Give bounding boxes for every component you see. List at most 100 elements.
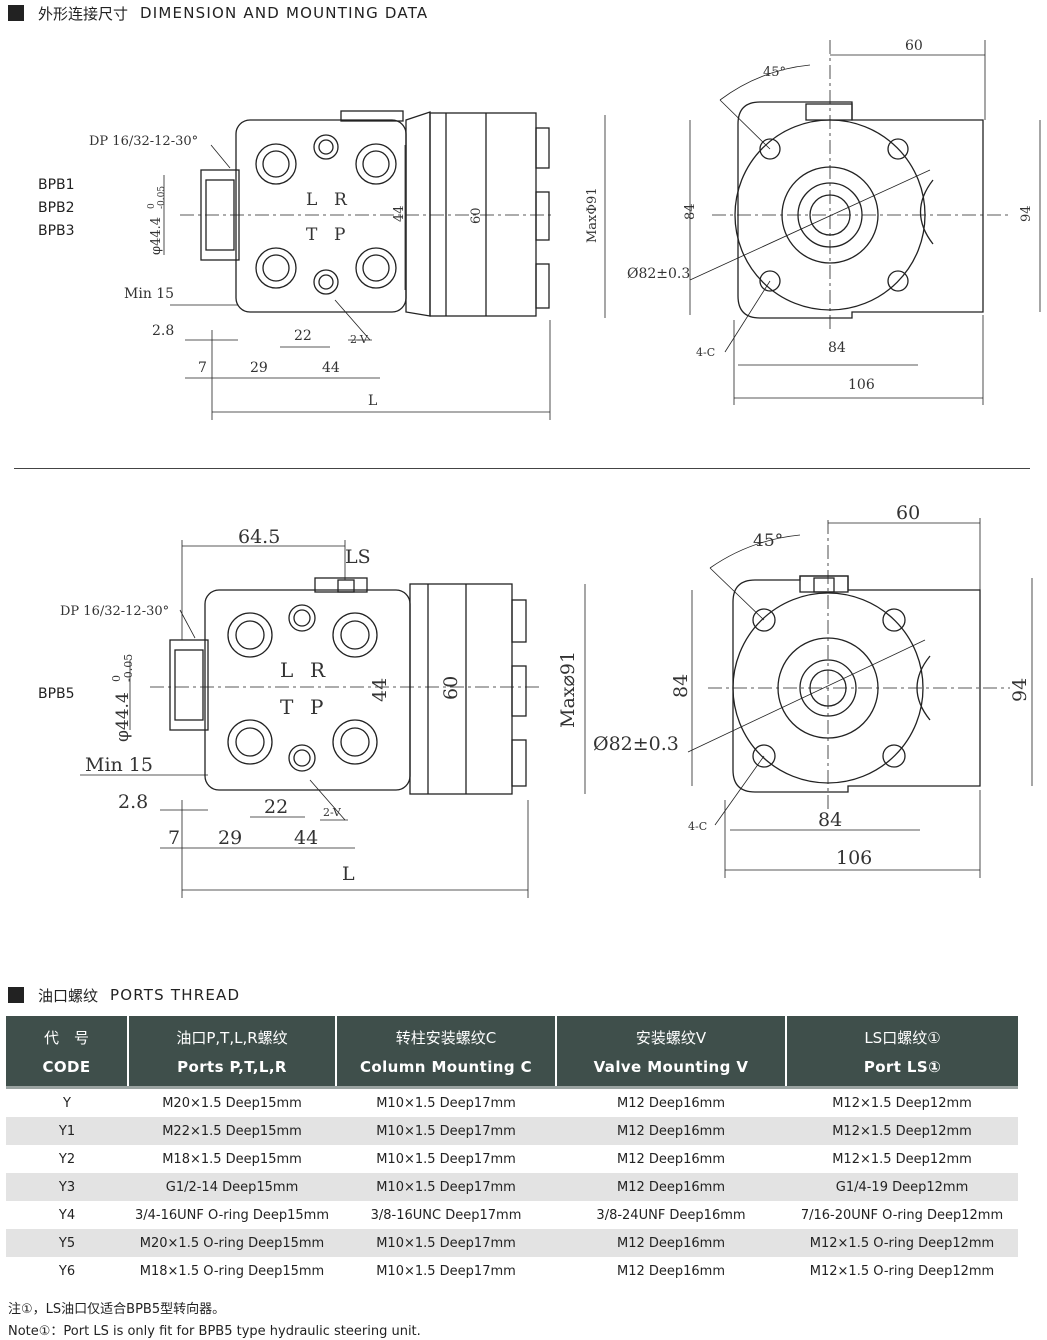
table-cell: M12 Deep16mm xyxy=(616,1151,726,1167)
table-cell: M12 Deep16mm xyxy=(556,1173,786,1201)
length-l-label-bpb5: L xyxy=(342,863,355,885)
port-p-label: P xyxy=(334,225,345,245)
table-row: Y4 3/4-16UNF O-ring Deep15mm 3/8-16UNC D… xyxy=(6,1201,1018,1229)
table-cell: M10×1.5 Deep17mm xyxy=(336,1086,556,1117)
table-cell: M10×1.5 Deep17mm xyxy=(376,1151,516,1167)
dim-60-vertical-label-bpb5: 60 xyxy=(440,676,462,700)
dim-2-8-label-bpb5: 2.8 xyxy=(118,791,148,813)
model-label-bpb2: BPB2 xyxy=(38,200,75,216)
pilot-diameter-label-bpb5: φ44.4 xyxy=(113,692,133,742)
section-marker-icon xyxy=(8,987,24,1003)
table-row: Y3 G1/2-14 Deep15mm M10×1.5 Deep17mm M12… xyxy=(6,1173,1018,1201)
table-cell: 3/8-16UNC Deep17mm xyxy=(370,1207,522,1223)
dim-94-label: 94 xyxy=(1019,205,1034,222)
table-cell: M12×1.5 O-ring Deep12mm xyxy=(809,1263,995,1279)
dim-60-top-label-bpb5: 60 xyxy=(896,502,920,524)
dim-44-vertical-label: 44 xyxy=(392,205,407,222)
dim-84-vertical-label: 84 xyxy=(683,203,698,220)
table-row: Y1 M22×1.5 Deep15mm M10×1.5 Deep17mm M12… xyxy=(6,1117,1018,1145)
min-15-label: Min 15 xyxy=(124,286,174,302)
port-r-label: R xyxy=(334,190,348,210)
angle-45-label: 45° xyxy=(763,65,786,80)
table-cell: M10×1.5 Deep17mm xyxy=(336,1173,556,1201)
table-cell: M10×1.5 Deep17mm xyxy=(376,1263,516,1279)
note-english: Note①：Port LS is only fit for BPB5 type … xyxy=(8,1324,421,1339)
spline-spec-label-bpb5: DP 16/32-12-30° xyxy=(60,604,169,619)
spline-spec-label: DP 16/32-12-30° xyxy=(89,134,198,149)
dim-106-label-bpb5: 106 xyxy=(836,847,872,869)
dim-84-vertical-label-bpb5: 84 xyxy=(670,674,692,698)
table-cell: M18×1.5 Deep15mm xyxy=(162,1151,302,1167)
port-l-label: L xyxy=(306,190,317,210)
table-cell: M12 Deep16mm xyxy=(556,1229,786,1257)
column-mount-label: 4-C xyxy=(696,346,715,359)
dim-29-label: 29 xyxy=(250,360,268,376)
dim-44-label-bpb5: 44 xyxy=(294,827,318,849)
table-cell: M10×1.5 Deep17mm xyxy=(336,1117,556,1145)
table-cell: M12 Deep16mm xyxy=(556,1117,786,1145)
table-row: Y2 M18×1.5 Deep15mm M10×1.5 Deep17mm M12… xyxy=(6,1145,1018,1173)
table-cell: 7/16-20UNF O-ring Deep12mm xyxy=(800,1207,1004,1223)
dimension-section-header: 外形连接尺寸 DIMENSION AND MOUNTING DATA xyxy=(8,3,428,23)
table-cell: G1/2-14 Deep15mm xyxy=(128,1173,336,1201)
dim-2-8-label: 2.8 xyxy=(152,323,174,339)
dim-29-label-bpb5: 29 xyxy=(218,827,242,849)
table-cell: M10×1.5 Deep17mm xyxy=(336,1229,556,1257)
dim-60-vertical-label: 60 xyxy=(469,207,484,224)
dim-60-top-label: 60 xyxy=(905,38,923,54)
table-row: Y M20×1.5 Deep15mm M10×1.5 Deep17mm M12 … xyxy=(6,1086,1018,1117)
table-cell: M12×1.5 O-ring Deep12mm xyxy=(786,1229,1018,1257)
table-cell: M12 Deep16mm xyxy=(556,1086,786,1117)
max-diameter-label: MaxΦ91 xyxy=(585,187,600,243)
dimension-title-cn: 外形连接尺寸 xyxy=(38,4,129,23)
dim-106-label: 106 xyxy=(848,377,875,393)
table-cell: M12×1.5 Deep12mm xyxy=(832,1151,972,1167)
table-cell: M22×1.5 Deep15mm xyxy=(128,1117,336,1145)
table-cell: M20×1.5 O-ring Deep15mm xyxy=(128,1229,336,1257)
section-marker-icon xyxy=(8,5,24,21)
port-p-label-bpb5: P xyxy=(310,695,323,719)
dim-64-5-label: 64.5 xyxy=(238,526,280,548)
table-row: Y6 M18×1.5 O-ring Deep15mm M10×1.5 Deep1… xyxy=(6,1257,1018,1285)
valve-mount-label-bpb5: 2-V xyxy=(323,806,342,819)
port-t-label-bpb5: T xyxy=(280,695,294,719)
ports-title-en: PORTS THREAD xyxy=(110,986,241,1004)
dim-84-label: 84 xyxy=(828,340,846,356)
table-cell: Y5 xyxy=(6,1229,128,1257)
dim-94-label-bpb5: 94 xyxy=(1009,678,1031,702)
note-chinese: 注①，LS油口仅适合BPB5型转向器。 xyxy=(8,1302,226,1317)
table-row: Y5 M20×1.5 O-ring Deep15mm M10×1.5 Deep1… xyxy=(6,1229,1018,1257)
top-side-view-drawing: DP 16/32-12-30° φ44.4 0 -0.05 Min 15 2.8… xyxy=(89,38,1041,420)
length-l-label: L xyxy=(368,393,377,409)
table-cell: M18×1.5 O-ring Deep15mm xyxy=(139,1263,325,1279)
table-cell: Y6 xyxy=(58,1263,76,1279)
table-cell: M20×1.5 Deep15mm xyxy=(128,1086,336,1117)
pilot-tolerance-upper: 0 xyxy=(147,203,157,209)
pilot-diameter-label: φ44.4 xyxy=(149,217,164,255)
table-cell: Y xyxy=(6,1086,128,1117)
pilot-tolerance-upper-bpb5: 0 xyxy=(110,675,123,682)
table-cell: Y2 xyxy=(58,1151,76,1167)
dimension-title-en: DIMENSION AND MOUNTING DATA xyxy=(140,4,429,22)
dim-7-label: 7 xyxy=(198,360,207,376)
port-ls-label: LS xyxy=(345,546,371,568)
table-cell: M12×1.5 Deep12mm xyxy=(786,1117,1018,1145)
port-r-label-bpb5: R xyxy=(310,658,326,682)
bore-diameter-label: Ø82±0.3 xyxy=(627,266,690,282)
ports-section-header: 油口螺纹 PORTS THREAD xyxy=(8,985,240,1005)
angle-45-label-bpb5: 45° xyxy=(753,531,783,551)
valve-mount-label: 2-V xyxy=(350,333,369,346)
table-cell: 3/8-24UNF Deep16mm xyxy=(596,1207,746,1223)
dim-44-vertical-label-bpb5: 44 xyxy=(369,678,391,702)
bore-diameter-label-bpb5: Ø82±0.3 xyxy=(593,733,679,755)
table-cell: Y4 xyxy=(58,1207,76,1223)
min-15-label-bpb5: Min 15 xyxy=(85,754,153,776)
table-cell: M12×1.5 Deep12mm xyxy=(786,1086,1018,1117)
table-cell: Y3 xyxy=(6,1173,128,1201)
